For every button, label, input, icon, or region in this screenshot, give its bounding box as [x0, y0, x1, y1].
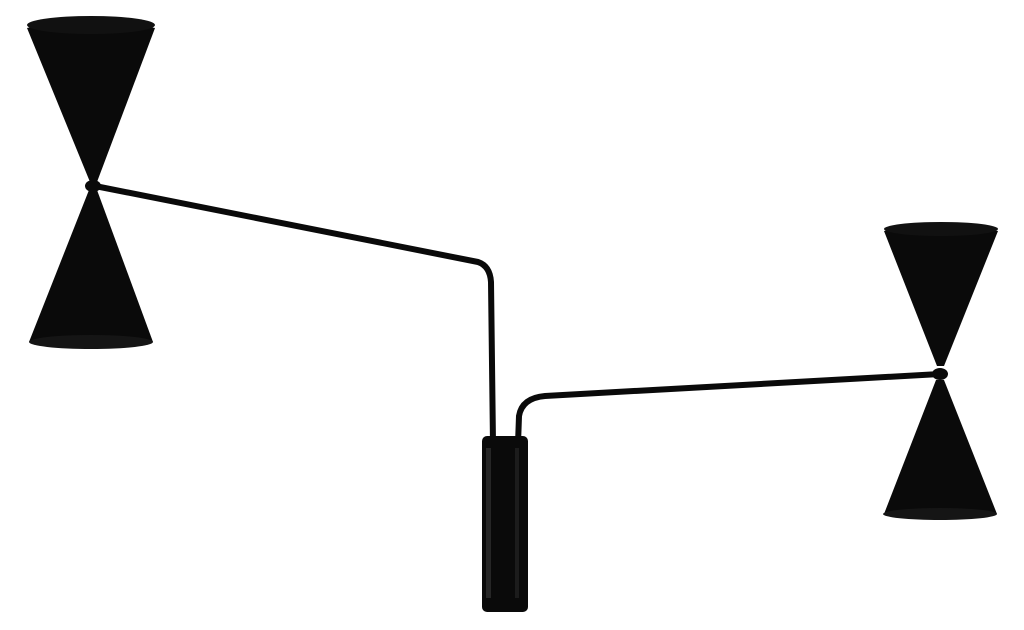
left-shade-lower-cone [29, 190, 153, 348]
left-shade-pivot [85, 180, 101, 192]
left-shade-bottom-rim [29, 335, 153, 349]
left-shade-upper-cone [27, 20, 155, 182]
wall-mount-highlight [486, 448, 491, 598]
right-shade [883, 222, 998, 520]
left-shade [27, 16, 155, 349]
right-shade-upper-cone [884, 225, 998, 366]
left-arm-rod [92, 183, 496, 447]
left-arm [92, 183, 496, 447]
right-shade-top-rim [884, 222, 998, 236]
right-shade-bottom-rim [883, 508, 997, 520]
wall-mount-edge [515, 448, 519, 598]
right-shade-lower-cone [884, 380, 997, 519]
wall-mount [482, 436, 528, 612]
right-arm-rod [515, 371, 943, 447]
right-arm [515, 371, 943, 447]
left-shade-top-rim [27, 16, 155, 34]
right-shade-pivot [932, 368, 948, 380]
